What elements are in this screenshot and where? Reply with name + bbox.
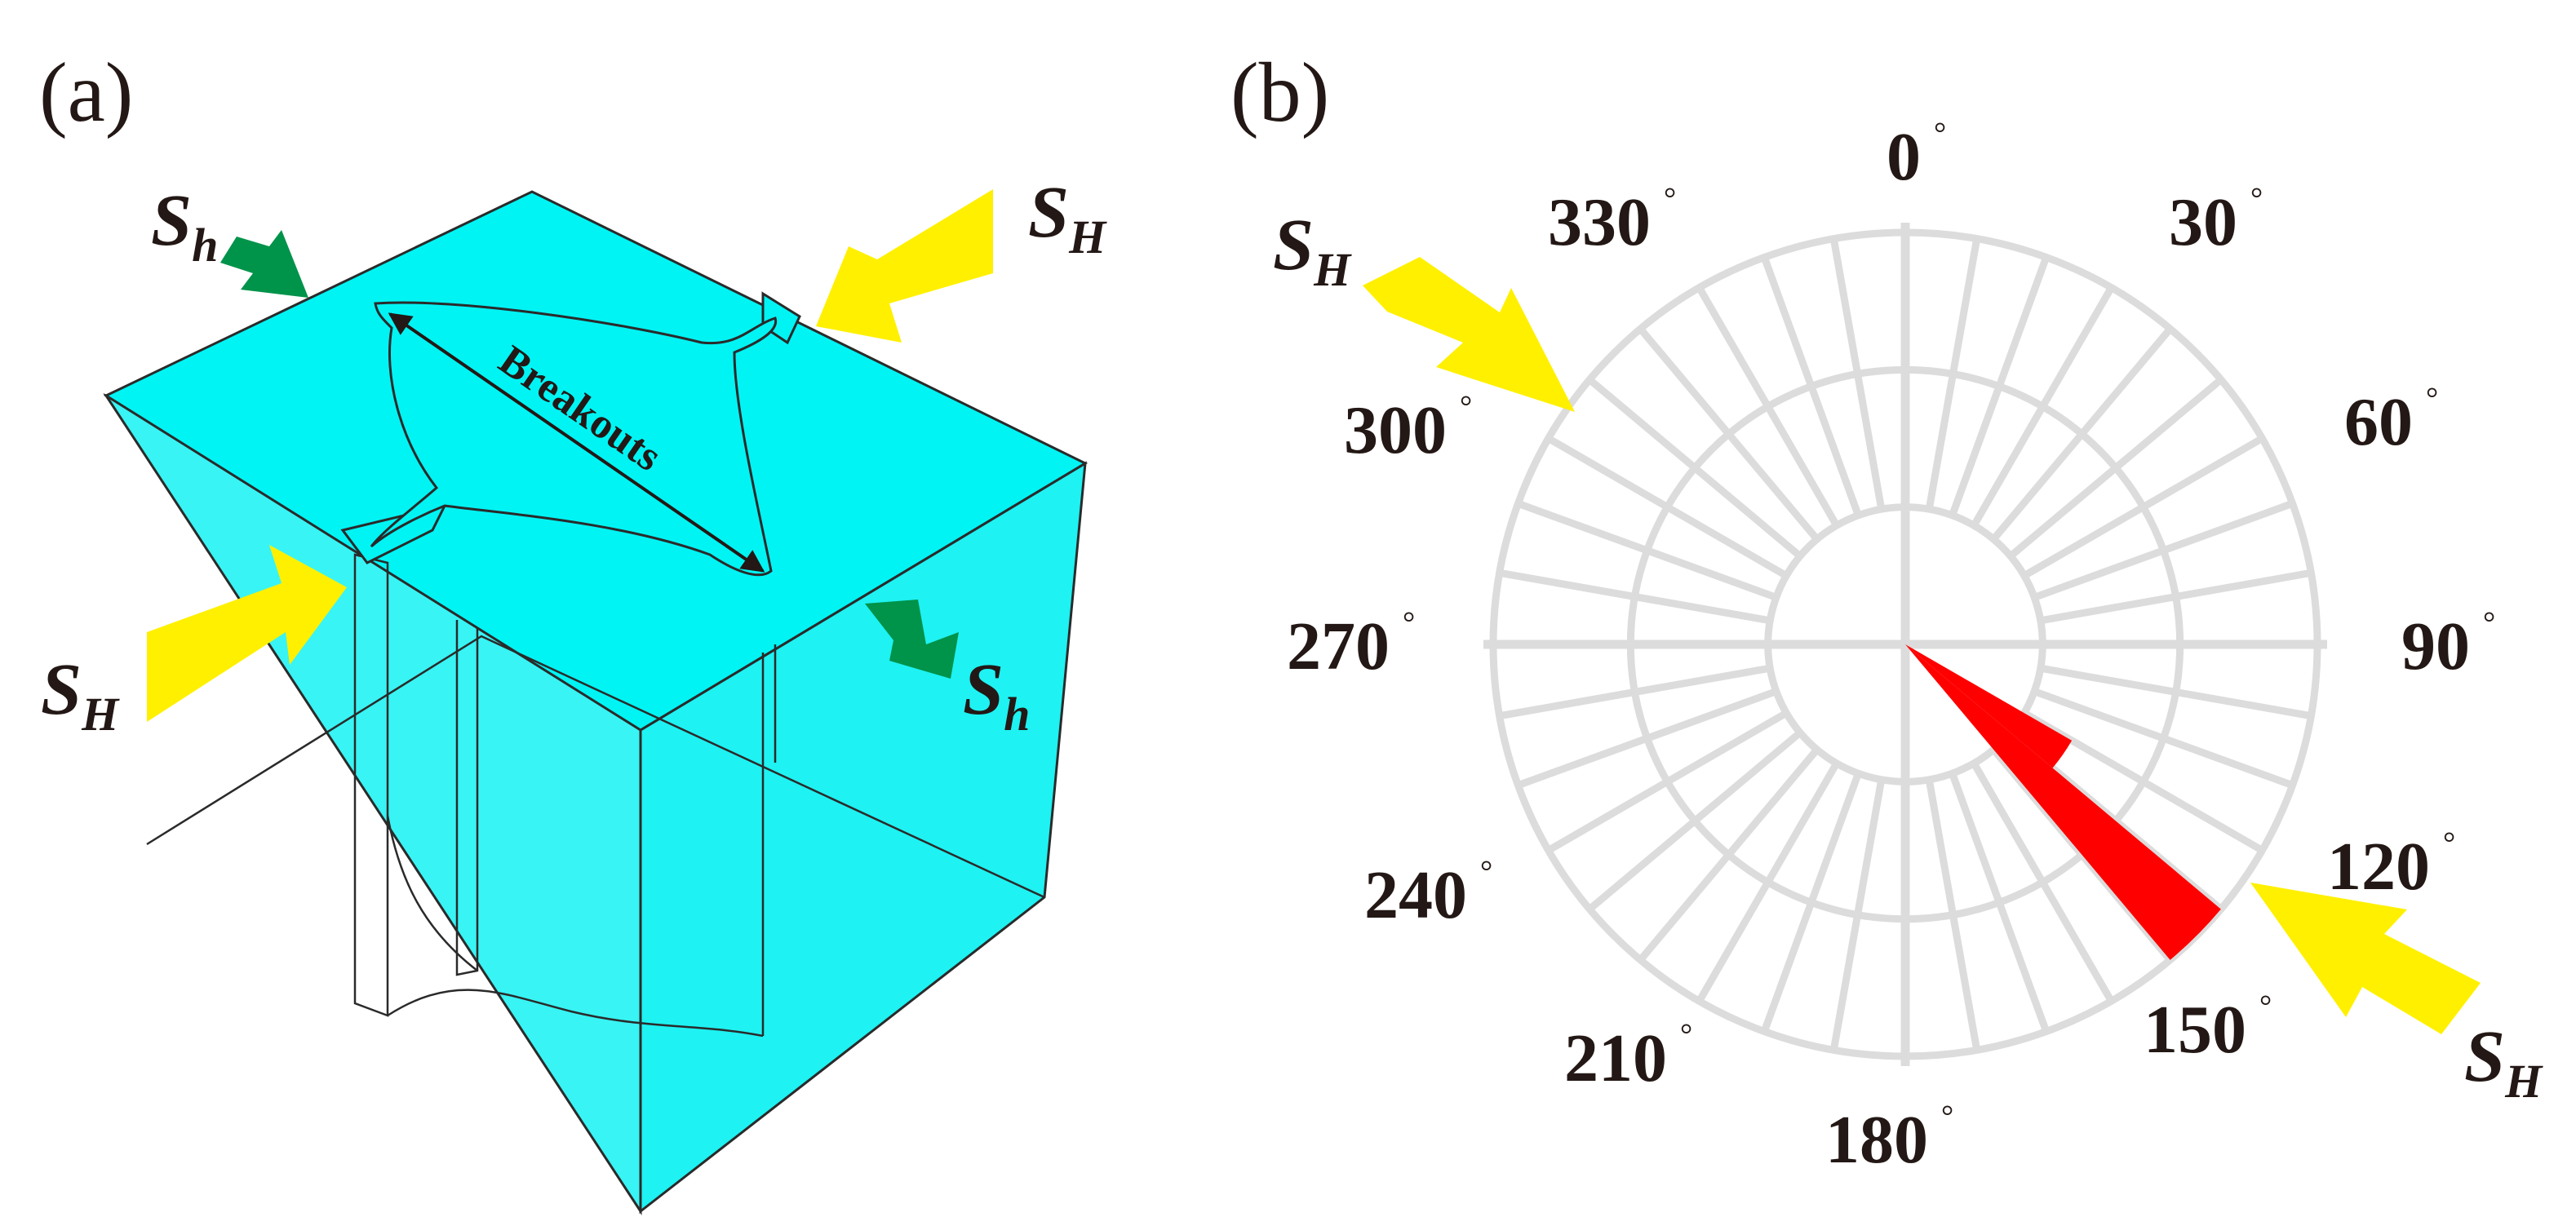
degree-mark: ° xyxy=(1664,182,1676,216)
sH-arrow-lower xyxy=(2250,883,2481,1034)
rose-spoke xyxy=(2039,569,2312,625)
rose-spoke xyxy=(1637,326,1820,542)
rose-spoke xyxy=(1498,664,1771,720)
rose-spoke xyxy=(2033,500,2294,601)
degree-mark: ° xyxy=(1480,855,1492,889)
rose-spoke xyxy=(2039,664,2312,720)
panel-a-label: (a) xyxy=(39,46,133,139)
rose-spoke xyxy=(1761,772,1862,1033)
rose-spoke xyxy=(2008,376,2224,560)
degree-mark: ° xyxy=(1460,390,1472,424)
block-hidden-edges xyxy=(146,635,1045,899)
stress-label-sh-top-left: Sh xyxy=(151,180,218,272)
stress-label-sH-lower: SH xyxy=(2464,1016,2543,1108)
sH-arrow-upper xyxy=(1363,257,1575,412)
panel-a: (a) Breakouts xyxy=(39,46,1107,1216)
panel-b-label: (b) xyxy=(1230,46,1329,139)
rose-petal xyxy=(1905,644,2221,960)
sH-arrow-left xyxy=(147,545,347,722)
angle-label: 120 xyxy=(2327,829,2430,905)
stress-label-sh-right: Sh xyxy=(963,649,1030,741)
rose-spoke xyxy=(1949,255,2050,517)
borehole-wall-mid xyxy=(455,620,479,976)
angle-label: 30 xyxy=(2169,184,2237,260)
degree-mark: ° xyxy=(1941,1100,1953,1134)
rose-spoke xyxy=(1696,285,1840,528)
rose-spoke xyxy=(1498,569,1771,625)
rose-spoke xyxy=(1546,435,1789,579)
rose-spoke xyxy=(1696,761,1840,1003)
degree-mark: ° xyxy=(1680,1018,1692,1052)
angle-label: 300 xyxy=(1344,392,1447,468)
sh-arrow-right xyxy=(865,600,959,679)
breakout-dimension-arrow xyxy=(388,312,765,573)
degree-mark: ° xyxy=(2426,382,2438,416)
rose-spoke xyxy=(1546,710,1789,854)
borehole-bottom-curve xyxy=(387,989,764,1038)
angle-label: 90 xyxy=(2401,608,2470,684)
stress-label-sH-top-right: SH xyxy=(1028,172,1107,263)
rose-spoke xyxy=(1516,688,1778,789)
angle-label: 330 xyxy=(1548,184,1651,260)
rose-spoke xyxy=(1990,326,2174,542)
rose-spoke xyxy=(1971,761,2115,1003)
rose-spoke xyxy=(2022,435,2264,579)
borehole-wall-right xyxy=(761,644,777,1036)
rose-spoke xyxy=(1925,237,1981,511)
angle-label: 270 xyxy=(1287,608,1390,684)
rose-spoke xyxy=(2033,688,2294,789)
angle-label: 60 xyxy=(2344,384,2413,460)
stress-label-sH-left: SH xyxy=(41,649,120,741)
rose-spoke xyxy=(1637,747,1820,963)
rose-petal xyxy=(1905,644,2073,768)
stress-label-sH-upper: SH xyxy=(1273,205,1352,296)
rose-spoke xyxy=(1971,285,2115,528)
rose-spoke xyxy=(1587,729,1802,913)
rose-spoke xyxy=(1829,778,1886,1051)
angle-label: 0 xyxy=(1887,119,1921,195)
rose-spoke xyxy=(1949,772,2050,1033)
degree-mark: ° xyxy=(1403,606,1415,640)
rose-spoke xyxy=(1587,376,1802,560)
panel-b: (b) 0 ° 30 ° 60 ° 90 ° 120 ° 150 ° 180 ° 210 ° 240 ° 270 ° 3… xyxy=(1230,46,2543,1178)
degree-mark: ° xyxy=(2250,182,2263,216)
borehole-inner-curve xyxy=(386,815,478,971)
degree-mark: ° xyxy=(1934,117,1946,151)
rose-spoke xyxy=(1829,237,1886,511)
angle-label: 240 xyxy=(1364,857,1467,933)
sH-arrow-top-right xyxy=(816,189,993,343)
sh-arrow-top-left xyxy=(220,230,308,298)
degree-mark: ° xyxy=(2259,989,2272,1024)
rose-diagram: 0 ° 30 ° 60 ° 90 ° 120 ° 150 ° 180 ° 210 ° 240 ° 270 ° 300 ° 3… xyxy=(1287,117,2495,1178)
angle-label: 210 xyxy=(1564,1020,1667,1096)
degree-mark: ° xyxy=(2443,826,2455,861)
rose-spoke xyxy=(1925,778,1981,1051)
rose-spoke xyxy=(1516,500,1778,601)
degree-mark: ° xyxy=(2483,606,2495,640)
rose-spoke xyxy=(1761,255,1862,517)
rock-block: Breakouts xyxy=(103,190,1088,1216)
angle-label: 150 xyxy=(2144,992,2246,1068)
angle-label: 180 xyxy=(1825,1102,1928,1178)
